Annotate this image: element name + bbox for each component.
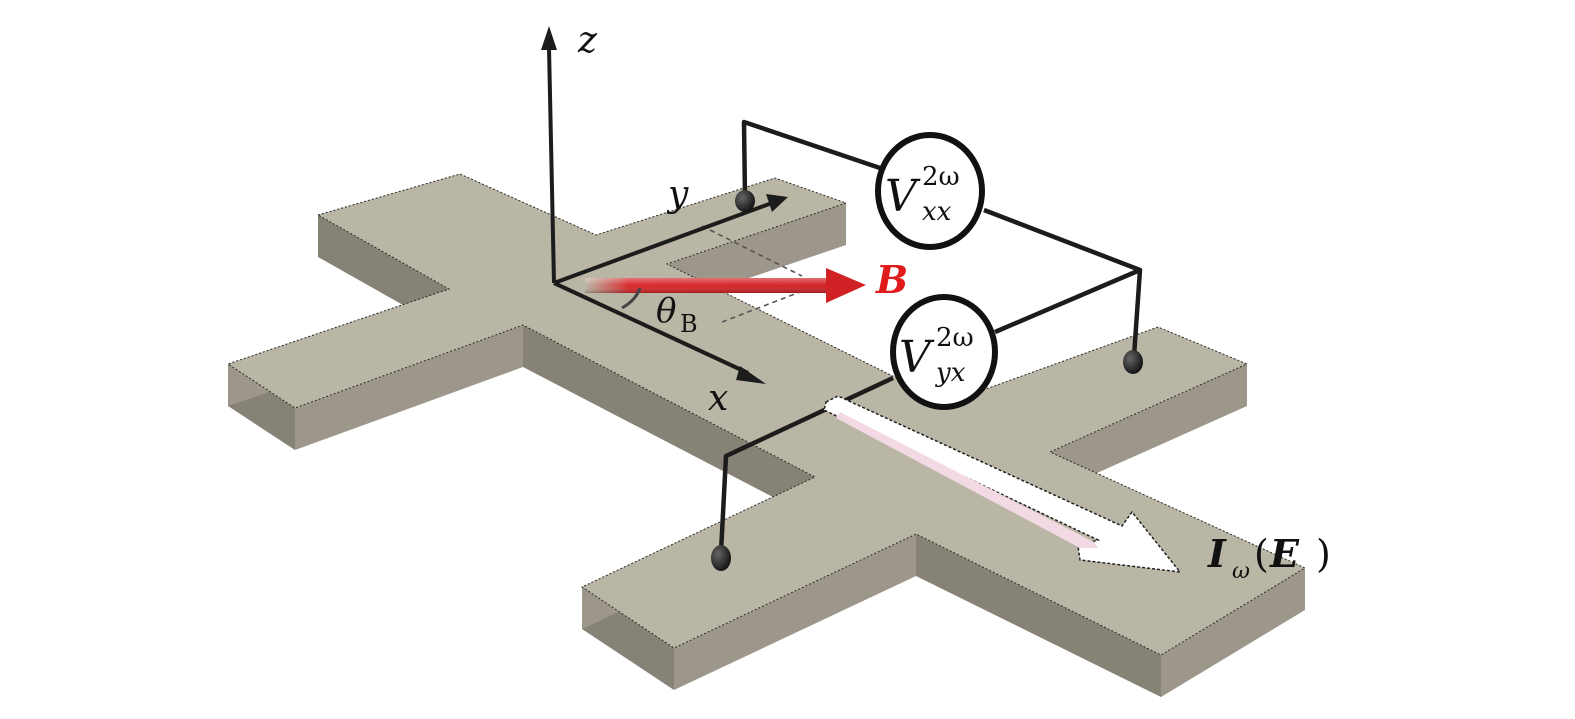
device-side-face [674,534,916,690]
current-arrow [823,395,1182,573]
projection-dashes [701,225,803,323]
z-arrowhead-icon [541,26,557,50]
svg-text:): ) [1316,532,1331,576]
vxx-subscript: xx [922,197,952,227]
magnetic-field-arrow [585,268,866,303]
device-side-face [1050,364,1247,494]
field-arrowhead-icon [826,268,866,303]
svg-text:ω: ω [1232,559,1250,584]
z-axis-line [547,47,556,284]
current-arrow-shade [836,412,1098,548]
y-arrowhead-icon [766,194,788,212]
vyx-label: V [899,332,935,383]
y-axis-label: y [666,174,689,215]
theta-arc [621,287,642,310]
svg-text:I: I [1207,531,1227,576]
svg-text:(: ( [1254,532,1269,576]
x-arrowhead-icon [736,366,766,384]
wire-vxx-left [741,119,881,199]
svg-text:E: E [1269,531,1300,576]
x-axis-label: x [708,378,728,419]
current-label: I ω ( E ) [1207,531,1331,584]
coordinate-axes [547,47,773,375]
vyx-subscript: yx [935,358,966,388]
contact-ball-icon [711,545,731,571]
y-axis-line [553,201,773,285]
device-side-face [1161,568,1305,697]
device-top-face [226,173,1307,656]
dashed-line-x [721,291,801,323]
field-label: B [875,257,908,302]
hall-bar-device [226,173,1307,697]
theta-subscript: B [680,310,698,338]
voltmeter-vyx: V 2ω yx [890,294,998,410]
dashed-line-y [701,225,803,277]
vxx-label: V [885,171,921,222]
device-side-face [916,534,1161,697]
device-side-face [523,325,815,519]
theta-label: θ [656,291,676,331]
device-side-face [295,325,523,450]
vyx-superscript: 2ω [936,323,974,353]
x-axis-line [553,281,749,375]
voltmeter-vxx: V 2ω xx [875,132,985,250]
contacts [711,190,1143,571]
contact-ball-icon [1123,350,1143,374]
vxx-superscript: 2ω [922,162,960,192]
contact-ball-icon [735,190,755,212]
wire-vxx-right [983,207,1143,357]
z-axis-label: z [577,20,598,61]
wire-vyx-right [994,267,1141,335]
